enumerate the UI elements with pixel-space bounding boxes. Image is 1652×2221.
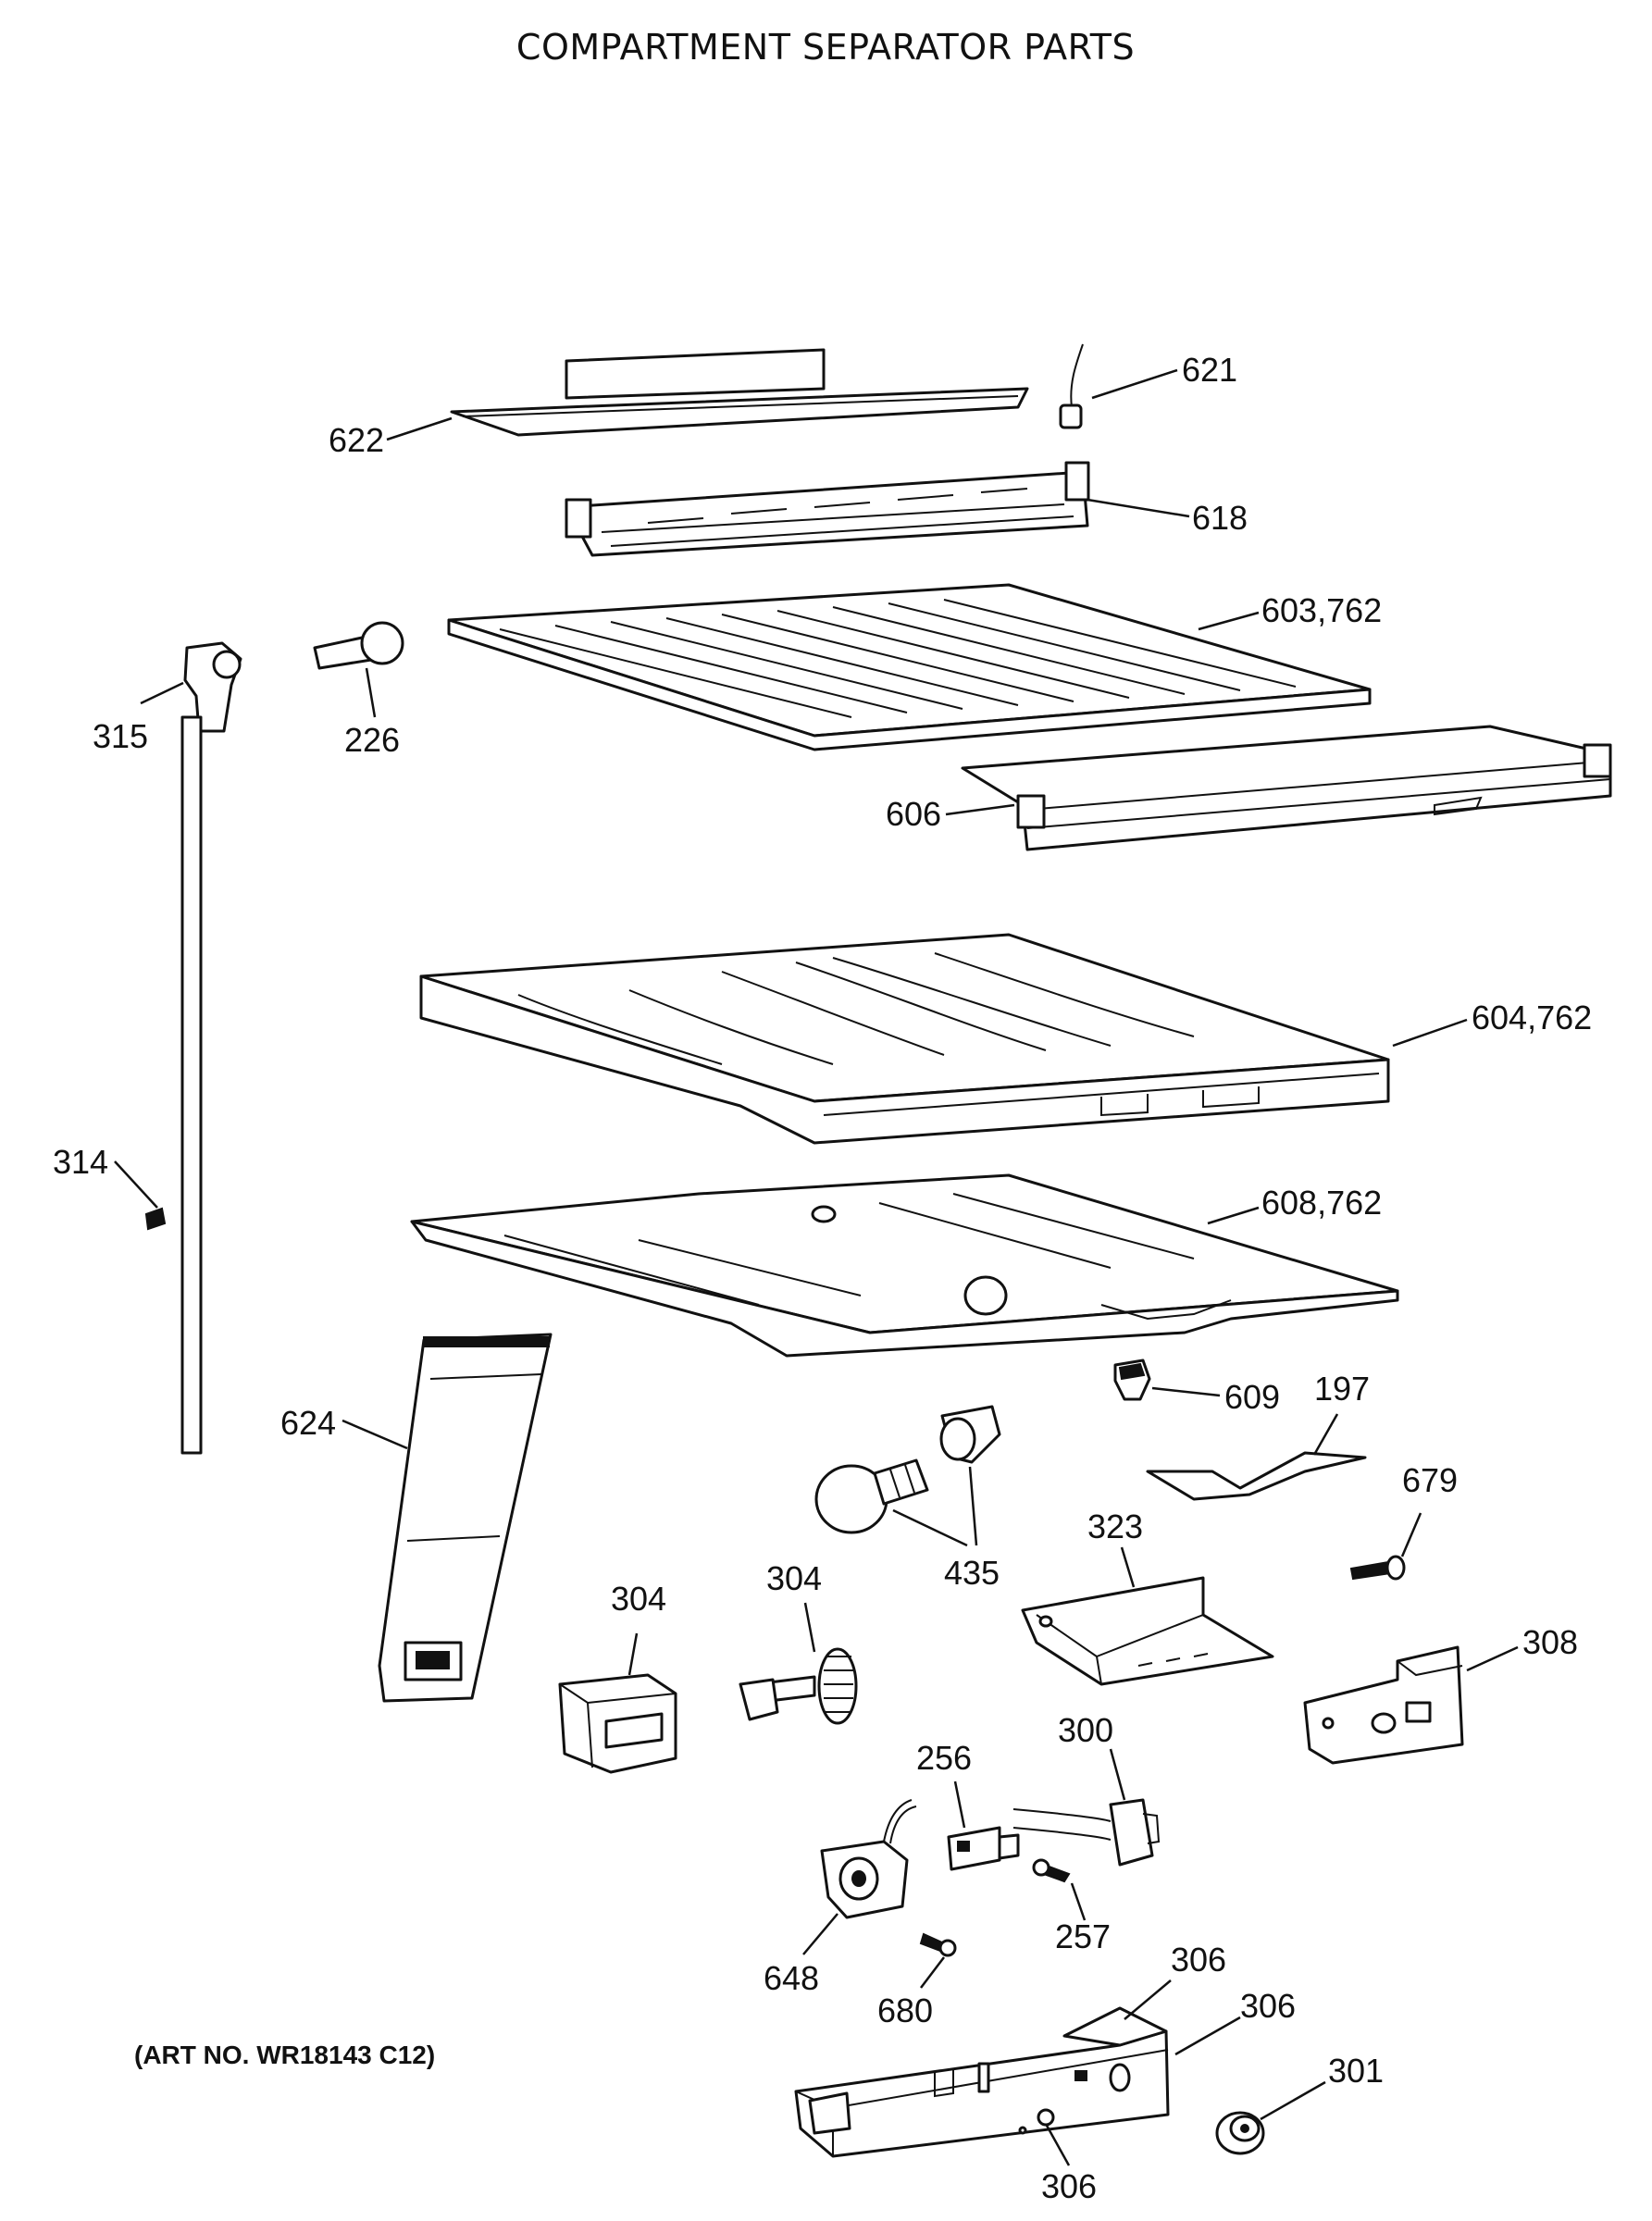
callout-608-762: 608,762: [1261, 1184, 1382, 1222]
part-680-screw: [919, 1932, 957, 1957]
part-300-wired-switch: [1012, 1798, 1161, 1867]
part-308-plate: [1303, 1645, 1464, 1765]
callout-603-762: 603,762: [1261, 591, 1382, 629]
part-323-bracket: [1021, 1576, 1274, 1686]
callout-622: 622: [329, 421, 384, 459]
part-618-housing: [565, 461, 1090, 557]
callout-226: 226: [344, 721, 400, 759]
part-606-tray: [961, 725, 1612, 851]
part-314-rod: [144, 715, 203, 1455]
callout-257: 257: [1055, 1917, 1111, 1955]
callout-256: 256: [916, 1739, 972, 1777]
callout-604-762: 604,762: [1472, 999, 1592, 1036]
part-624-panel: [378, 1333, 553, 1703]
part-256-switch: [947, 1826, 1020, 1871]
callout-618: 618: [1192, 499, 1248, 537]
callout-315: 315: [93, 717, 148, 755]
art-number: (ART NO. WR18143 C12): [134, 2041, 435, 2069]
diagram-title: COMPARTMENT SEPARATOR PARTS: [516, 27, 1135, 68]
callout-606: 606: [886, 795, 941, 833]
part-604-separator: [419, 933, 1390, 1145]
callout-621: 621: [1182, 351, 1237, 389]
part-304-block: [558, 1673, 677, 1774]
part-603-grille-shelf: [447, 583, 1372, 751]
part-622-cover: [450, 348, 1029, 437]
callout-609: 609: [1224, 1378, 1280, 1416]
part-608-separator: [410, 1173, 1399, 1358]
callout-680: 680: [877, 1991, 933, 2029]
part-301-knob: [1215, 2111, 1265, 2155]
part-609-clip: [1113, 1359, 1151, 1401]
part-257-screw: [1032, 1858, 1071, 1883]
part-306-bracket: [794, 2006, 1170, 2158]
callout-300: 300: [1058, 1711, 1113, 1749]
callout-323: 323: [1087, 1508, 1143, 1545]
callout-308: 308: [1522, 1623, 1578, 1661]
callout-306-bottom: 306: [1041, 2167, 1097, 2205]
part-679-screw: [1349, 1555, 1406, 1581]
part-435-bulb: [814, 1405, 1001, 1534]
callout-435: 435: [944, 1554, 1000, 1592]
callout-304-right: 304: [766, 1559, 822, 1597]
callout-301: 301: [1328, 2052, 1384, 2090]
callout-679: 679: [1402, 1461, 1458, 1499]
callout-306-top: 306: [1171, 1941, 1226, 1979]
callout-197: 197: [1314, 1370, 1370, 1408]
callout-304-left: 304: [611, 1580, 666, 1618]
callout-648: 648: [764, 1959, 819, 1997]
part-648-motor: [820, 1799, 917, 1919]
callout-314: 314: [53, 1143, 108, 1181]
part-304-knob: [739, 1647, 858, 1725]
part-315-hinge: [183, 641, 242, 733]
callout-306-right: 306: [1240, 1987, 1296, 2025]
part-226-cylinder: [313, 621, 404, 670]
part-621-wire: [1059, 343, 1084, 429]
callout-624: 624: [280, 1404, 336, 1442]
part-197-strip: [1146, 1451, 1367, 1501]
